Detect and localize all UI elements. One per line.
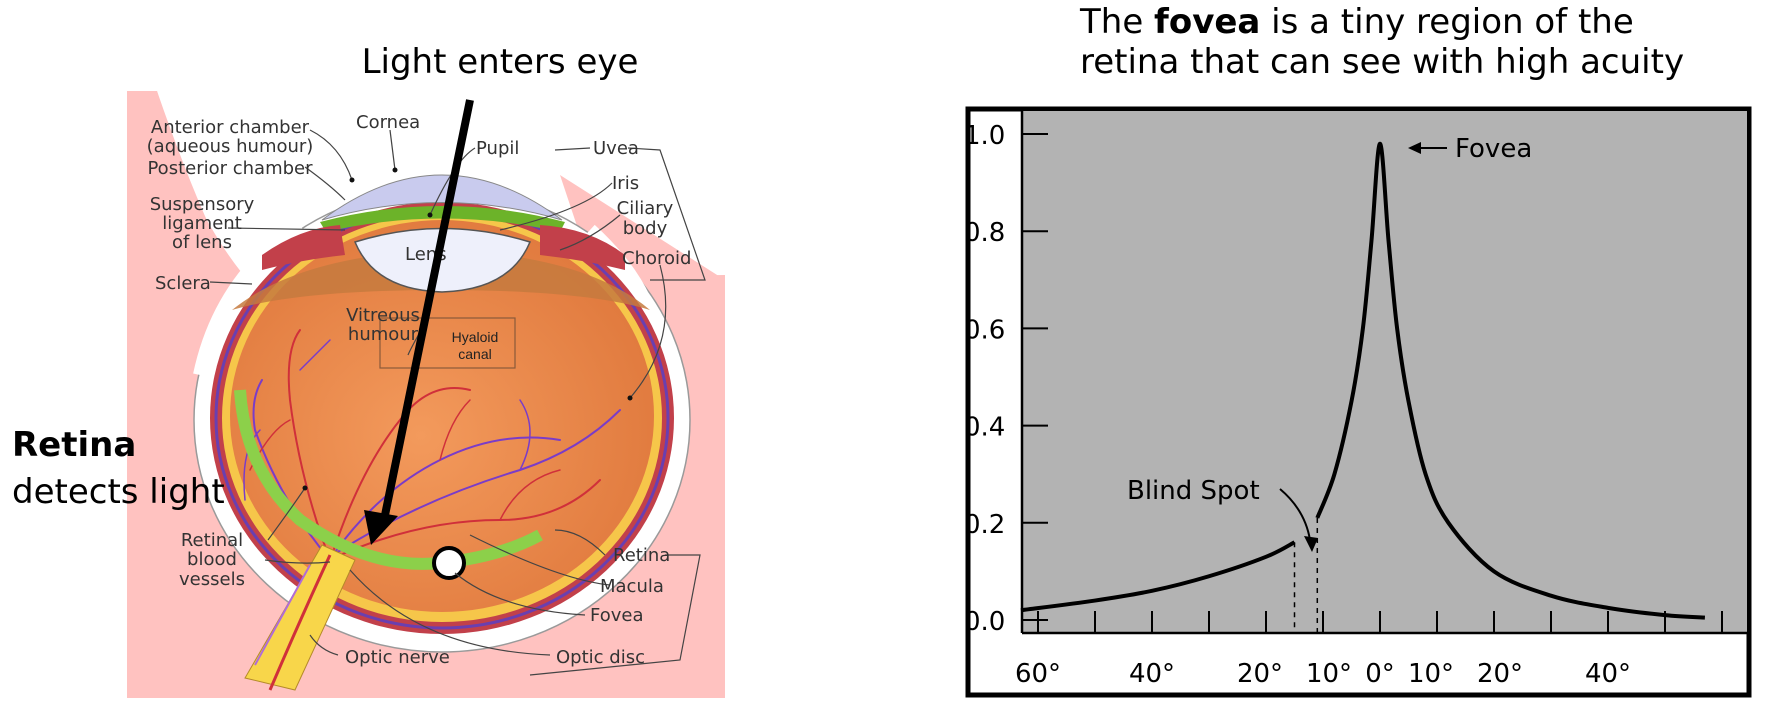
label-hyaloid-1: Hyaloid bbox=[452, 329, 499, 345]
label-fovea: Fovea bbox=[590, 605, 643, 626]
iris-band bbox=[320, 206, 565, 232]
acuity-chart: 0.0 0.2 0.4 0.6 0.8 1.0 60° 40° 20° 10° 0° 10° 20° 4… bbox=[964, 106, 1752, 698]
x-tick-label: 40° bbox=[1585, 659, 1631, 689]
retina-highlight-arc bbox=[234, 389, 543, 570]
label-retinal-vessels-2: blood bbox=[187, 549, 237, 570]
label-uvea: Uvea bbox=[593, 138, 639, 159]
cornea-shape bbox=[321, 174, 563, 221]
x-tick-label: 20° bbox=[1477, 659, 1523, 689]
y-tick-label: 1.0 bbox=[964, 121, 1005, 151]
chart-title-line2: retina that can see with high acuity bbox=[1080, 42, 1684, 82]
ciliary-left bbox=[262, 225, 345, 270]
leader-lines bbox=[209, 129, 701, 676]
light-enters-label: Light enters eye bbox=[362, 42, 639, 82]
y-tick-label: 0.2 bbox=[964, 510, 1005, 540]
acuity-curve-left bbox=[1020, 540, 1296, 613]
x-tick-label: 40° bbox=[1129, 659, 1175, 689]
chart-title-line1: The fovea is a tiny region of the bbox=[1079, 2, 1634, 42]
retina-subtitle: detects light bbox=[12, 472, 225, 512]
light-arrow-shaft bbox=[380, 99, 474, 521]
optic-nerve-shape bbox=[244, 544, 356, 691]
label-suspensory-1: Suspensory bbox=[150, 194, 255, 215]
x-tick-label: 60° bbox=[1015, 659, 1061, 689]
blind-spot-arrow-head bbox=[1304, 536, 1318, 552]
label-vitreous-1: Vitreous bbox=[346, 305, 420, 326]
fovea-arrow-head bbox=[1408, 142, 1421, 154]
label-hyaloid-2: canal bbox=[458, 346, 491, 362]
label-suspensory-3: of lens bbox=[172, 232, 232, 253]
x-tick-label: 20° bbox=[1237, 659, 1283, 689]
label-ciliary-2: body bbox=[623, 218, 668, 239]
blind-spot-arrow-line bbox=[1279, 488, 1311, 541]
label-cornea: Cornea bbox=[356, 112, 420, 133]
chart-title-post: is a tiny region of the bbox=[1260, 2, 1633, 42]
eye-diagram: Anterior chamber (aqueous humour) Poster… bbox=[127, 91, 725, 698]
x-tick-label: 0° bbox=[1365, 659, 1395, 689]
label-posterior-chamber: Posterior chamber bbox=[147, 158, 313, 179]
y-tick-label: 0.6 bbox=[964, 315, 1005, 345]
label-iris: Iris bbox=[612, 173, 639, 194]
label-anterior-chamber-2: (aqueous humour) bbox=[147, 136, 314, 157]
label-ciliary-1: Ciliary bbox=[617, 198, 674, 219]
label-choroid: Choroid bbox=[622, 248, 691, 269]
label-retinal-vessels-1: Retinal bbox=[181, 530, 243, 551]
ciliary-right bbox=[540, 225, 625, 270]
label-vitreous-2: humour bbox=[348, 324, 419, 345]
fovea-annotation: Fovea bbox=[1455, 134, 1532, 164]
eyelid-left bbox=[193, 219, 304, 377]
x-tick-label: 10° bbox=[1408, 659, 1454, 689]
lens-shape bbox=[353, 227, 532, 293]
label-macula: Macula bbox=[600, 576, 664, 597]
label-suspensory-2: ligament bbox=[162, 213, 242, 234]
label-optic-disc: Optic disc bbox=[556, 647, 645, 668]
blind-spot-annotation: Blind Spot bbox=[1127, 476, 1260, 506]
hyaloid-canal-box bbox=[379, 317, 516, 369]
y-tick-label: 0.8 bbox=[964, 218, 1005, 248]
chart-title-pre: The bbox=[1079, 2, 1154, 42]
y-tick-label: 0.0 bbox=[964, 607, 1005, 637]
chart-title-bold: fovea bbox=[1154, 2, 1260, 42]
label-retinal-vessels-3: vessels bbox=[179, 569, 245, 590]
label-anterior-chamber-1: Anterior chamber bbox=[151, 117, 310, 138]
x-tick-label: 10° bbox=[1306, 659, 1352, 689]
y-tick-label: 0.4 bbox=[964, 413, 1005, 443]
label-pupil: Pupil bbox=[476, 138, 519, 159]
light-arrow-head bbox=[364, 510, 398, 545]
label-sclera: Sclera bbox=[155, 273, 211, 294]
acuity-curve-right bbox=[1315, 141, 1706, 620]
fovea-dot bbox=[432, 546, 466, 580]
label-optic-nerve: Optic nerve bbox=[345, 647, 450, 668]
retina-title: Retina bbox=[12, 425, 136, 465]
label-retina: Retina bbox=[613, 545, 670, 566]
vitreous-body bbox=[230, 220, 654, 612]
